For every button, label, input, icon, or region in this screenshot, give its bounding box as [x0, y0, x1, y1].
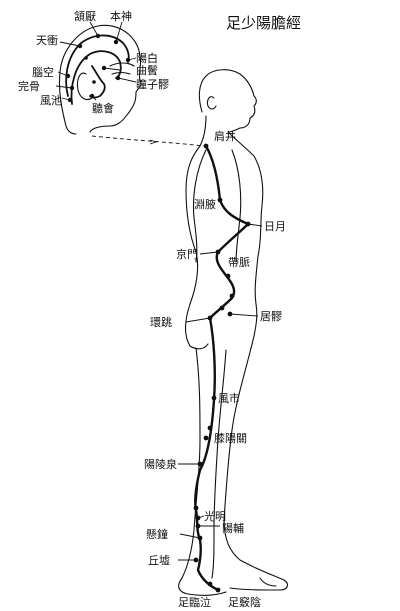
label-naokong: 腦空: [32, 65, 54, 79]
label-daimai: 帶脈: [228, 255, 250, 269]
head-inset-brow: [109, 62, 135, 67]
body-back: [184, 115, 207, 347]
label-tinghui: 聽會: [92, 101, 114, 115]
leader-tinghui: [91, 95, 97, 101]
head-meridian-inner: [70, 50, 122, 105]
label-xuanzhong: 懸鐘: [146, 527, 168, 541]
label-xiyangguan: 膝陽關: [214, 432, 247, 445]
label-guangming: 光明: [204, 509, 226, 523]
point-fengshi: [211, 395, 217, 401]
body-figure: 肩井 淵腋 日月 京門 帶脈 居髎 環跳 風市 膝陽關 陽陵泉 光明 陽輔 懸鐘…: [144, 69, 289, 609]
point-zuqiaoyin: [215, 587, 221, 593]
point-yuanye: [217, 197, 223, 203]
label-hanyan: 頷厭: [74, 9, 96, 23]
label-juliao: 居髎: [260, 310, 282, 323]
point-head-extra-2: [92, 80, 96, 84]
leader-huantiao: [185, 317, 211, 323]
point-weidao: [219, 305, 225, 311]
point-jianjing: [203, 143, 209, 149]
body-arm-front: [231, 149, 242, 263]
leader-hanyan: [89, 21, 99, 37]
label-tianchong: 天衝: [36, 33, 58, 47]
label-wangu: 完骨: [18, 79, 40, 93]
body-arm: [193, 149, 207, 263]
label-fengshi: 風市: [218, 391, 240, 405]
body-head: [198, 69, 257, 133]
label-zuqiaoyin: 足竅陰: [228, 595, 261, 609]
leader-tongziliao: [117, 77, 137, 83]
leader-yangbai: [127, 57, 137, 61]
body-front: [227, 131, 264, 337]
leader-guangming: [197, 515, 205, 519]
label-yangfu: 陽輔: [222, 522, 244, 535]
head-inset-neck: [65, 125, 77, 135]
body-leg-rear: [178, 347, 227, 596]
label-jingmen: 京門: [176, 247, 198, 261]
leader-riyue: [247, 223, 263, 227]
point-waiqiu: [193, 505, 199, 511]
leader-qubin: [103, 67, 121, 71]
leader-tianchong: [59, 41, 81, 47]
leader-jingmen: [199, 251, 219, 255]
head-inset-ear: [76, 72, 93, 101]
point-yangbai: [125, 57, 131, 63]
head-inset-outline: [58, 24, 142, 133]
body-leg-front: [223, 335, 289, 591]
leader-naokong: [57, 71, 69, 77]
label-qiuxu: 丘墟: [148, 554, 170, 567]
label-yanglingquan: 陽陵泉: [144, 457, 177, 471]
label-zulinqi: 足臨泣: [178, 595, 211, 609]
body-buttock: [189, 343, 209, 350]
head-meridian-temple: [89, 65, 106, 99]
leader-xuanzhong: [179, 533, 201, 539]
diagram-title: 足少陽膽經: [226, 14, 301, 32]
point-head-extra-1: [84, 56, 88, 60]
leader-benshen: [115, 21, 123, 43]
leader-fengchi: [61, 97, 71, 101]
leader-juliao: [229, 313, 259, 317]
label-benshen: 本神: [110, 9, 132, 23]
label-riyue: 日月: [264, 220, 286, 233]
label-qubin: 曲鬢: [136, 63, 158, 77]
body-leg-inner: [211, 349, 227, 579]
inset-connector: [91, 135, 205, 147]
body-foot-toes: [259, 577, 277, 587]
body-ear: [206, 96, 217, 110]
point-zulinqi: [207, 581, 213, 587]
leader-wangu: [55, 85, 73, 89]
point-zhongdu: [207, 425, 213, 431]
head-inset: 頷厭 本神 天衝 陽白 曲鬢 瞳子髎 腦空 完骨 風池 聽會: [18, 9, 169, 135]
label-huantiao: 環跳: [150, 315, 172, 329]
point-xiyangguan: [203, 435, 209, 441]
inset-connector-arrow: [149, 139, 158, 145]
point-daimai: [225, 273, 231, 279]
label-jianjing: 肩井: [214, 129, 236, 143]
label-yangbai: 陽白: [136, 51, 158, 65]
label-yuanye: 淵腋: [194, 197, 216, 211]
label-fengchi: 風池: [40, 94, 62, 107]
point-wushu: [229, 293, 235, 299]
head-meridian-outer: [65, 34, 130, 97]
label-tongziliao: 瞳子髎: [136, 77, 169, 91]
